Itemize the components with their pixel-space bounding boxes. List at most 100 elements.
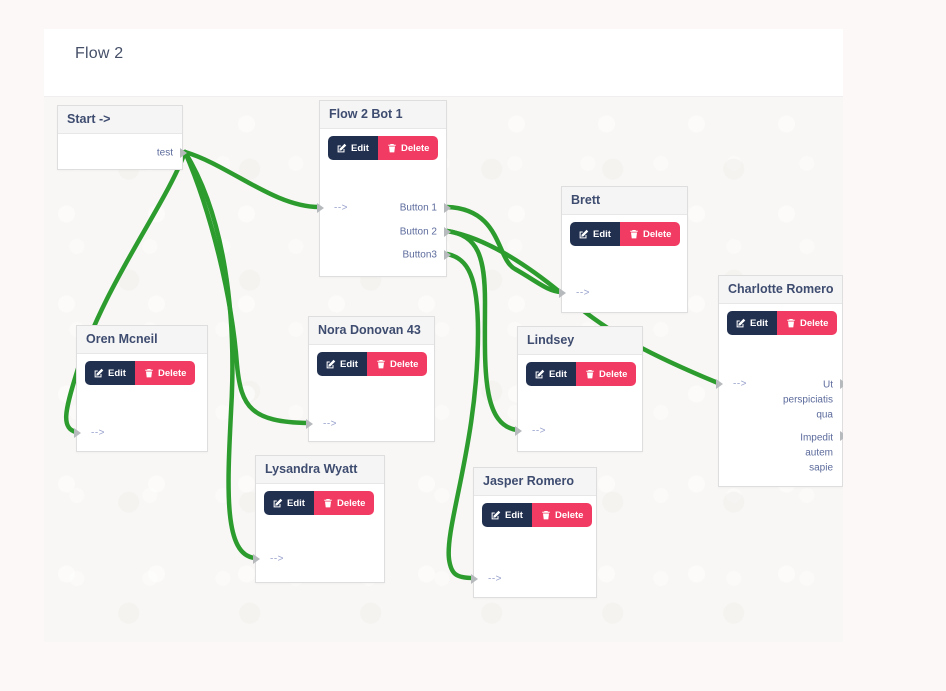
- delete-button[interactable]: Delete: [377, 136, 439, 160]
- page-title: Flow 2: [75, 45, 124, 62]
- node-title: Jasper Romero: [474, 468, 596, 496]
- delete-button[interactable]: Delete: [313, 491, 375, 515]
- edit-button-label: Edit: [750, 317, 768, 329]
- delete-button[interactable]: Delete: [575, 362, 637, 386]
- delete-button-label: Delete: [400, 142, 430, 154]
- node-actions: Edit Delete: [85, 361, 207, 385]
- output-port-triangle[interactable]: [444, 250, 451, 260]
- edit-button[interactable]: Edit: [526, 362, 576, 386]
- delete-button-label: Delete: [336, 497, 366, 509]
- output-port-triangle[interactable]: [840, 431, 843, 441]
- input-port-triangle[interactable]: [317, 203, 324, 213]
- input-port-triangle[interactable]: [471, 574, 478, 584]
- input-port-label: -->: [270, 553, 284, 565]
- edit-button[interactable]: Edit: [264, 491, 314, 515]
- input-port-triangle[interactable]: [74, 428, 81, 438]
- trash-icon: [324, 498, 332, 508]
- input-port-label: -->: [91, 427, 105, 439]
- delete-button-label: Delete: [157, 367, 187, 379]
- node-flow-2-bot-1[interactable]: Flow 2 Bot 1 Edit Delete --> Button 1 Butt…: [317, 100, 451, 277]
- node-title: Brett: [562, 187, 687, 215]
- edit-button[interactable]: Edit: [482, 503, 532, 527]
- node-title: Lindsey: [518, 327, 642, 355]
- delete-button[interactable]: Delete: [619, 222, 681, 246]
- node-title: Oren Mcneil: [77, 326, 207, 354]
- node-start[interactable]: Start -> test: [57, 105, 187, 170]
- connection-edge[interactable]: [444, 251, 481, 581]
- flow-canvas[interactable]: Start -> test Flow 2 Bot 1 Edit Delete -…: [44, 97, 843, 642]
- flow-header: Flow 2: [44, 29, 843, 97]
- delete-button-label: Delete: [554, 509, 584, 521]
- node-lindsey[interactable]: Lindsey Edit Delete -->: [515, 326, 643, 452]
- delete-button[interactable]: Delete: [531, 503, 593, 527]
- node-lysandra-wyatt[interactable]: Lysandra Wyatt Edit Delete -->: [253, 455, 385, 583]
- input-port-triangle[interactable]: [559, 288, 566, 298]
- connection-edge[interactable]: [182, 149, 322, 210]
- input-port-triangle[interactable]: [306, 419, 313, 429]
- node-brett[interactable]: Brett Edit Delete -->: [559, 186, 688, 313]
- input-port-label: -->: [488, 573, 502, 585]
- edit-button-label: Edit: [505, 509, 523, 521]
- trash-icon: [542, 510, 550, 520]
- edit-icon: [491, 510, 501, 520]
- delete-button[interactable]: Delete: [776, 311, 838, 335]
- delete-button-label: Delete: [598, 368, 628, 380]
- delete-button[interactable]: Delete: [366, 352, 428, 376]
- edit-icon: [273, 498, 283, 508]
- node-jasper-romero[interactable]: Jasper Romero Edit Delete -->: [471, 467, 597, 598]
- node-nora-donovan-43[interactable]: Nora Donovan 43 Edit Delete -->: [306, 316, 435, 442]
- edit-icon: [326, 359, 336, 369]
- node-title: Flow 2 Bot 1: [320, 101, 446, 129]
- node-actions: Edit Delete: [727, 311, 842, 335]
- trash-icon: [630, 229, 638, 239]
- edit-button[interactable]: Edit: [328, 136, 378, 160]
- delete-button-label: Delete: [642, 228, 672, 240]
- node-actions: Edit Delete: [482, 503, 596, 527]
- output-port-triangle[interactable]: [180, 148, 187, 158]
- input-port-label: -->: [733, 378, 747, 390]
- output-port-label: Button 1: [399, 202, 437, 214]
- node-charlotte-romero[interactable]: Charlotte Romero Edit Delete --> Ut persp…: [716, 275, 843, 487]
- delete-button[interactable]: Delete: [134, 361, 196, 385]
- edit-icon: [94, 368, 104, 378]
- output-port-label: Ut perspiciatis qua: [782, 379, 833, 421]
- node-title: Start ->: [58, 106, 182, 134]
- output-port-label: Impedit autem sapie: [800, 432, 833, 474]
- output-port-label: Button3: [402, 249, 437, 261]
- edit-button[interactable]: Edit: [85, 361, 135, 385]
- connection-edge[interactable]: [444, 204, 564, 295]
- edit-icon: [736, 318, 746, 328]
- input-port-label: -->: [576, 287, 590, 299]
- trash-icon: [787, 318, 795, 328]
- node-actions: Edit Delete: [317, 352, 434, 376]
- node-actions: Edit Delete: [328, 136, 446, 160]
- edit-button[interactable]: Edit: [570, 222, 620, 246]
- connection-edge[interactable]: [182, 149, 311, 426]
- edit-button[interactable]: Edit: [727, 311, 777, 335]
- output-port-triangle[interactable]: [840, 379, 843, 389]
- connection-edge[interactable]: [444, 228, 520, 433]
- input-port-label: -->: [334, 202, 348, 214]
- input-port-label: -->: [532, 425, 546, 437]
- output-port-label: Button 2: [399, 226, 437, 238]
- node-actions: Edit Delete: [264, 491, 384, 515]
- trash-icon: [377, 359, 385, 369]
- node-title: Charlotte Romero: [719, 276, 842, 304]
- input-port-label: -->: [323, 418, 337, 430]
- edit-button-label: Edit: [549, 368, 567, 380]
- node-oren-mcneil[interactable]: Oren Mcneil Edit Delete -->: [74, 325, 208, 452]
- edit-button-label: Edit: [351, 142, 369, 154]
- input-port-triangle[interactable]: [515, 426, 522, 436]
- edit-button-label: Edit: [108, 367, 126, 379]
- edit-icon: [337, 143, 347, 153]
- edit-button[interactable]: Edit: [317, 352, 367, 376]
- edit-button-label: Edit: [340, 358, 358, 370]
- output-port-triangle[interactable]: [444, 227, 451, 237]
- input-port-triangle[interactable]: [253, 554, 260, 564]
- output-port-triangle[interactable]: [444, 203, 451, 213]
- edit-button-label: Edit: [287, 497, 305, 509]
- connection-edge[interactable]: [182, 149, 258, 561]
- trash-icon: [586, 369, 594, 379]
- edit-icon: [535, 369, 545, 379]
- input-port-triangle[interactable]: [716, 379, 723, 389]
